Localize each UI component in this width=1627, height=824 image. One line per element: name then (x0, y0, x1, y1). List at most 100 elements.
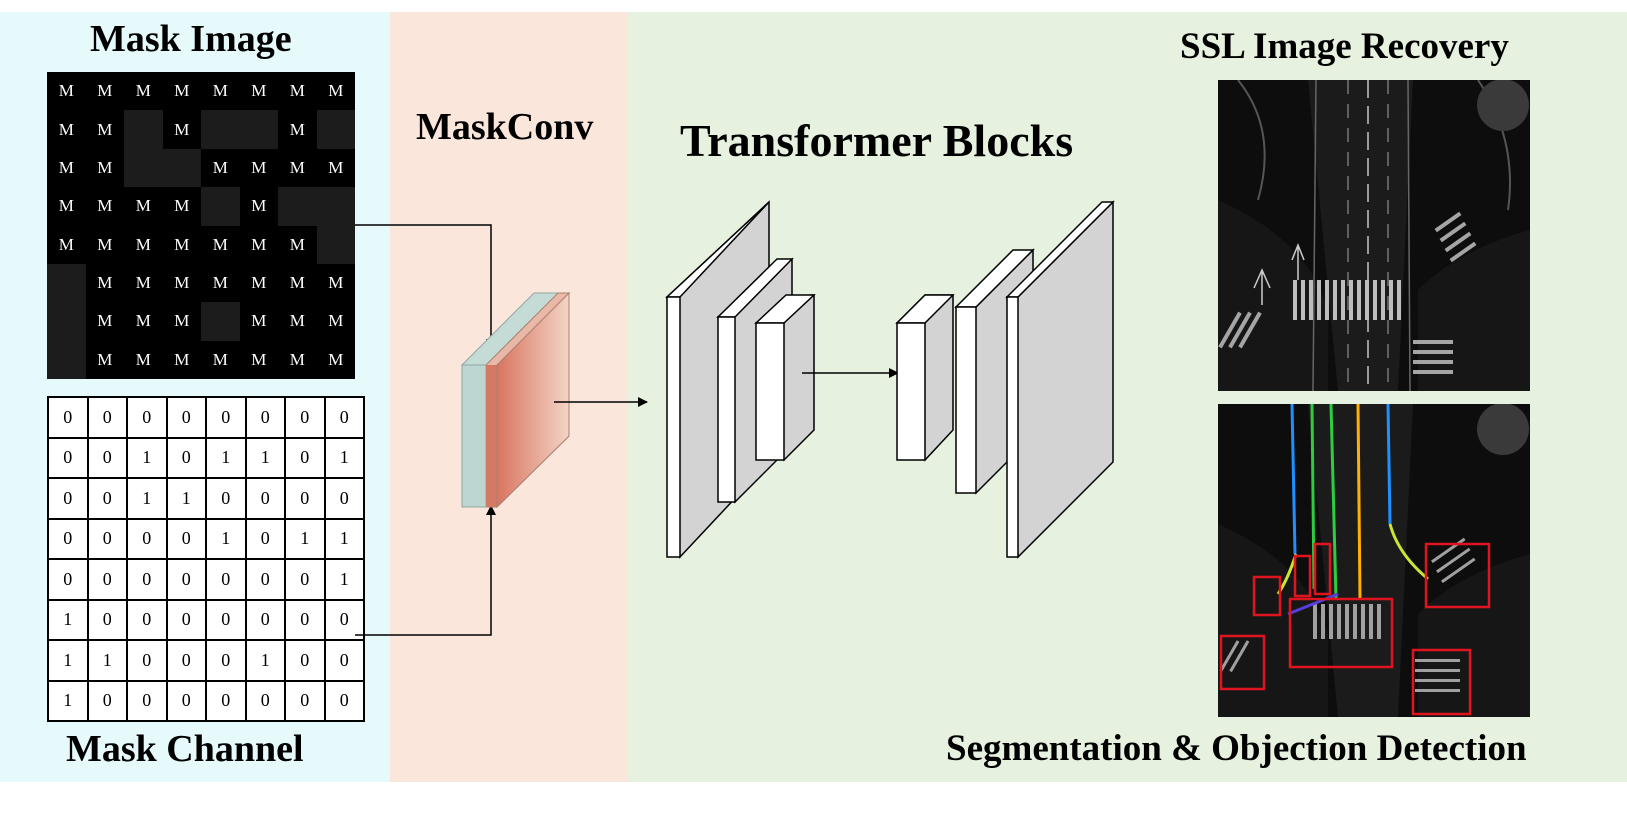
mask-channel-cell: 0 (165, 558, 207, 601)
masked-patch: M (135, 81, 151, 101)
mask-channel-connector (355, 505, 496, 636)
mask-channel-cell: 0 (284, 639, 326, 682)
mask-channel-cell: 0 (323, 477, 365, 520)
masked-patch: M (212, 81, 228, 101)
masked-patch: M (97, 157, 113, 177)
masked-patch: M (251, 196, 267, 216)
mask-channel-cell: 0 (86, 517, 128, 560)
masked-patch: M (97, 311, 113, 331)
mask-channel-cell: 1 (205, 517, 247, 560)
lane-line (1386, 404, 1392, 525)
mask-channel-cell: 0 (47, 436, 89, 479)
masked-patch: M (251, 273, 267, 293)
masked-patch: M (289, 349, 305, 369)
mask-channel-cell: 0 (165, 598, 207, 641)
mask-channel-cell: 1 (323, 517, 365, 560)
masked-patch: M (135, 273, 151, 293)
detection-box (1252, 575, 1282, 617)
mask-channel-cell: 0 (244, 558, 286, 601)
masked-patch: M (328, 157, 344, 177)
masked-patch: M (58, 234, 74, 254)
mask-image-title: Mask Image (90, 18, 292, 60)
lane-line (1329, 404, 1338, 600)
masked-patch: M (174, 349, 190, 369)
masked-patch: M (212, 273, 228, 293)
mask-channel-cell: 1 (323, 558, 365, 601)
visible-patch (316, 187, 355, 226)
mask-channel-cell: 0 (165, 679, 207, 722)
detection-box (1424, 542, 1491, 609)
masked-patch: M (97, 273, 113, 293)
masked-patch: M (251, 234, 267, 254)
mask-channel-cell: 0 (323, 598, 365, 641)
visible-patch (278, 187, 317, 226)
mask-channel-cell: 0 (244, 679, 286, 722)
mask-channel-cell: 1 (126, 477, 168, 520)
detection-box (1411, 648, 1472, 716)
masked-patch: M (135, 311, 151, 331)
masked-patch: M (289, 81, 305, 101)
visible-patch (239, 110, 278, 149)
mask-image-connector (355, 224, 496, 349)
masked-patch: M (97, 349, 113, 369)
mask-channel-title: Mask Channel (66, 728, 304, 770)
mask-channel-cell: 0 (165, 639, 207, 682)
mask-channel-cell: 0 (126, 558, 168, 601)
mask-channel-cell: 0 (165, 436, 207, 479)
mask-channel-cell: 1 (47, 598, 89, 641)
masked-patch: M (135, 349, 151, 369)
detection-box (1313, 542, 1332, 596)
mask-channel-cell: 1 (244, 436, 286, 479)
mask-channel-cell: 0 (205, 558, 247, 601)
mask-channel-cell: 0 (323, 639, 365, 682)
masked-patch: M (174, 119, 190, 139)
decoder-block-1 (895, 294, 955, 462)
lane-line (1287, 592, 1339, 616)
masked-patch: M (58, 196, 74, 216)
visible-patch (47, 263, 86, 303)
encoder-block-3 (754, 294, 816, 462)
mask-channel-cell: 0 (205, 639, 247, 682)
mask-channel-cell: 1 (244, 639, 286, 682)
masked-patch: M (58, 157, 74, 177)
masked-patch: M (174, 273, 190, 293)
masked-patch: M (328, 273, 344, 293)
visible-patch (316, 225, 355, 264)
segmentation-detection-image (1218, 404, 1530, 717)
lane-line (1310, 404, 1316, 590)
mask-channel-cell: 0 (126, 679, 168, 722)
mask-channel-cell: 0 (244, 396, 286, 439)
mask-channel-cell: 0 (47, 517, 89, 560)
mask-channel-cell: 0 (126, 396, 168, 439)
masked-patch: M (97, 81, 113, 101)
visible-patch (201, 187, 240, 226)
mask-channel-cell: 0 (244, 477, 286, 520)
masked-patch: M (289, 234, 305, 254)
visible-patch (47, 340, 86, 379)
masked-patch: M (251, 311, 267, 331)
masked-patch: M (174, 234, 190, 254)
visible-patch (124, 110, 163, 149)
mask-channel-cell: 0 (284, 396, 326, 439)
mask-channel-cell: 1 (47, 639, 89, 682)
detection-box (1293, 554, 1312, 598)
mask-channel-cell: 0 (126, 517, 168, 560)
mask-channel-cell: 0 (86, 477, 128, 520)
ssl-recovery-title: SSL Image Recovery (1180, 26, 1509, 67)
masked-patch: M (328, 81, 344, 101)
transformer-blocks-title: Transformer Blocks (680, 115, 1074, 166)
segmentation-title: Segmentation & Objection Detection (946, 728, 1527, 769)
mask-channel-cell: 0 (284, 558, 326, 601)
mask-channel-cell: 0 (284, 598, 326, 641)
visible-patch (201, 302, 240, 341)
visible-patch (47, 302, 86, 341)
mask-channel-cell: 0 (323, 396, 365, 439)
mask-channel-cell: 0 (47, 477, 89, 520)
mask-channel-cell: 1 (86, 639, 128, 682)
masked-patch: M (174, 81, 190, 101)
